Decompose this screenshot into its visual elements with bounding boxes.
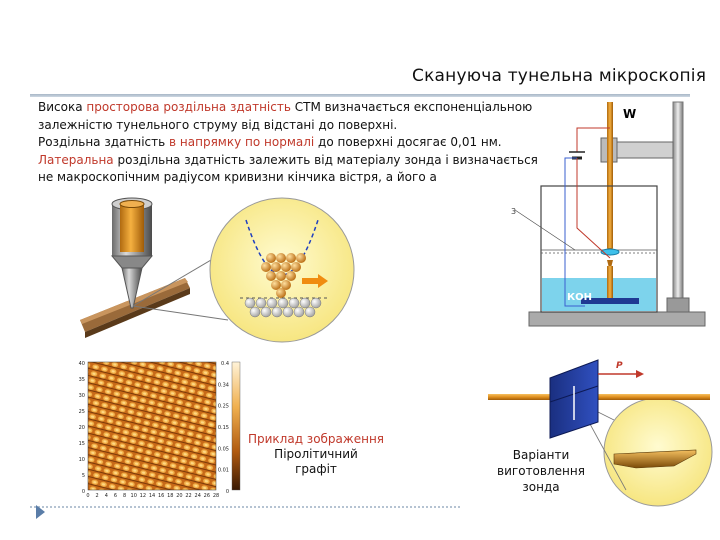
colorbar-tick-label: 0 bbox=[226, 489, 229, 495]
support-post-foot bbox=[666, 297, 690, 313]
example-caption-title: Приклад зображення bbox=[247, 432, 385, 446]
paragraph-normal: Роздільна здатність в напрямку по нормал… bbox=[38, 134, 538, 152]
label-side-leader bbox=[514, 209, 576, 251]
y-tick-label: 30 bbox=[79, 393, 85, 399]
stage-base bbox=[528, 311, 706, 327]
example-caption: Приклад зображення Піролітичний графіт bbox=[246, 432, 386, 477]
x-tick-label: 0 bbox=[86, 493, 89, 499]
probe-caption-line: Варіанти bbox=[512, 448, 570, 462]
x-tick-label: 10 bbox=[131, 493, 137, 499]
slide-marker-icon bbox=[36, 505, 45, 519]
tip-core bbox=[120, 204, 144, 252]
graphite-heatmap bbox=[87, 361, 217, 491]
footer-divider bbox=[30, 506, 460, 508]
colorbar-tick-label: 0.15 bbox=[218, 425, 229, 431]
probe-caption: Варіанти виготовлення зонда bbox=[486, 447, 596, 495]
y-tick-labels: 40 35 30 25 20 15 10 5 0 bbox=[79, 361, 85, 495]
x-tick-label: 2 bbox=[96, 493, 99, 499]
probe-caption-line: виготовлення bbox=[497, 464, 585, 478]
x-tick-label: 16 bbox=[158, 493, 164, 499]
colorbar-tick-label: 0.34 bbox=[218, 382, 229, 388]
circuit-wire-blue bbox=[564, 157, 585, 307]
lens-connector bbox=[132, 305, 229, 321]
highlight-lateral: Латеральна bbox=[38, 152, 114, 167]
tungsten-rod bbox=[607, 102, 613, 248]
scan-direction-arrow bbox=[302, 274, 328, 288]
text-run: Висока bbox=[38, 100, 87, 114]
x-tick-label: 6 bbox=[114, 493, 117, 499]
y-tick-label: 20 bbox=[79, 425, 85, 431]
y-tick-label: 15 bbox=[79, 441, 85, 447]
circuit-wire-red bbox=[576, 158, 611, 259]
colorbar-tick-labels: 0.4 0.34 0.25 0.15 0.05 0.01 0 bbox=[218, 361, 229, 495]
cathode-plate bbox=[581, 298, 639, 304]
colorbar-tick-label: 0.01 bbox=[218, 468, 229, 474]
colorbar bbox=[231, 361, 241, 491]
y-tick-label: 0 bbox=[82, 489, 85, 495]
support-post bbox=[672, 101, 684, 313]
lower-rod bbox=[607, 266, 613, 298]
paragraph-lateral: Латеральна роздільна здатність залежить … bbox=[38, 152, 538, 187]
tip-atoms bbox=[261, 253, 306, 298]
probe-tip-profile bbox=[613, 449, 697, 469]
y-tick-label: 40 bbox=[79, 361, 85, 367]
tip-illustration bbox=[80, 197, 355, 343]
example-caption-line: Піролітичний bbox=[274, 447, 358, 461]
y-tick-label: 25 bbox=[79, 409, 85, 415]
clamp-arm bbox=[614, 141, 674, 159]
x-tick-label: 26 bbox=[204, 493, 210, 499]
x-tick-label: 8 bbox=[123, 493, 126, 499]
label-koh: КОН bbox=[567, 292, 592, 303]
text-run: Роздільна здатність bbox=[38, 135, 170, 149]
body-text: Висока просторова роздільна здатність СТ… bbox=[38, 99, 538, 187]
y-tick-label: 10 bbox=[79, 457, 85, 463]
tip-core-top bbox=[119, 200, 145, 208]
apparatus-schematic: W КОН 3 bbox=[511, 101, 706, 327]
circuit-wire-red bbox=[576, 127, 610, 152]
colorbar-tick-label: 0.4 bbox=[221, 361, 229, 367]
x-tick-label: 20 bbox=[176, 493, 182, 499]
electrolyte-beaker bbox=[540, 185, 658, 313]
y-tick-label: 5 bbox=[82, 473, 85, 479]
example-caption-line: графіт bbox=[295, 462, 337, 476]
tip-profile-curve bbox=[245, 219, 319, 276]
force-arrow-head bbox=[636, 370, 644, 378]
x-tick-label: 28 bbox=[213, 493, 219, 499]
x-tick-label: 12 bbox=[140, 493, 146, 499]
text-run: до поверхні досягає 0,01 нм. bbox=[314, 135, 502, 149]
x-tick-label: 18 bbox=[167, 493, 173, 499]
sample-surface-edge bbox=[85, 288, 190, 338]
colorbar-tick-label: 0.25 bbox=[218, 404, 229, 410]
probe-caption-line: зонда bbox=[522, 480, 560, 494]
label-w: W bbox=[623, 107, 636, 121]
tip-cone-top bbox=[110, 255, 154, 269]
paragraph-resolution: Висока просторова роздільна здатність СТ… bbox=[38, 99, 538, 134]
electrolyte-koh bbox=[542, 278, 656, 311]
x-tick-label: 24 bbox=[195, 493, 201, 499]
highlight-normal-direction: в напрямку по нормалі bbox=[169, 135, 315, 149]
y-tick-label: 35 bbox=[79, 377, 85, 383]
x-tick-label: 14 bbox=[149, 493, 155, 499]
text-run: роздільна здатність залежить від матеріа… bbox=[38, 152, 538, 185]
tip-needle bbox=[121, 267, 143, 309]
surface-atoms bbox=[244, 297, 322, 318]
label-side: 3 bbox=[511, 207, 516, 216]
probe-illustration: P bbox=[488, 359, 713, 507]
colorbar-tick-label: 0.05 bbox=[218, 446, 229, 452]
label-p: P bbox=[616, 361, 623, 371]
probe-wire bbox=[488, 394, 710, 400]
x-tick-label: 22 bbox=[185, 493, 191, 499]
text-run: СТМ визначається експоненціальною залежн… bbox=[38, 100, 533, 132]
title-underline bbox=[30, 94, 690, 97]
x-tick-label: 4 bbox=[105, 493, 108, 499]
highlight-spatial-resolution: просторова роздільна здатність bbox=[86, 100, 291, 114]
slide-title: Скануюча тунельна мікроскопія bbox=[412, 66, 707, 86]
